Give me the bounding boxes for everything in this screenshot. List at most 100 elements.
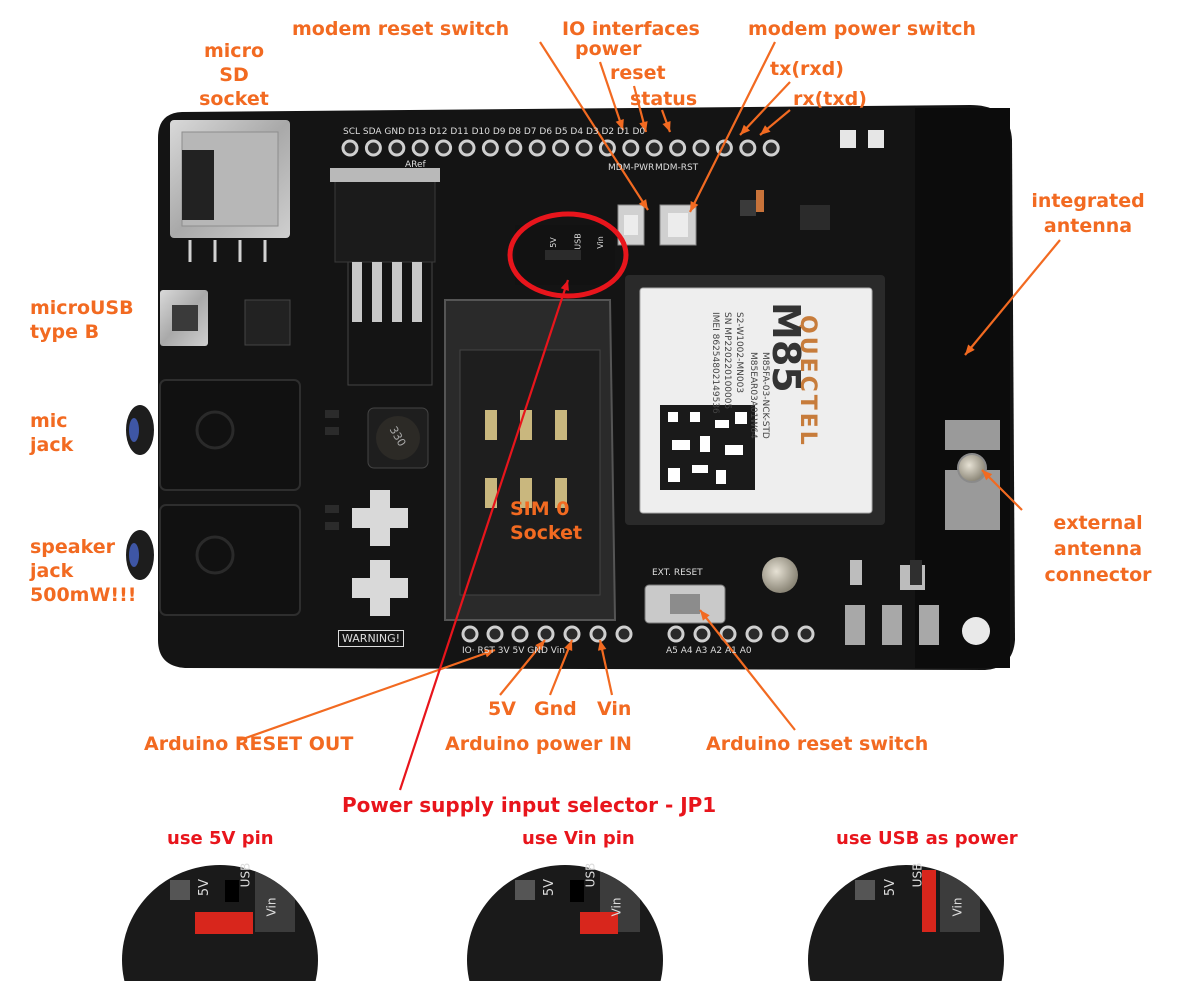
arrowhead <box>564 640 573 651</box>
label-integrated-antenna-line1: integrated <box>1031 190 1145 212</box>
inset-vin-label-usb: USB <box>583 862 598 888</box>
module-code-5: IMEI 86254802149536 <box>710 312 720 414</box>
zoom-inset-usb <box>808 865 1004 985</box>
header-pin <box>745 625 763 643</box>
label-mic-jack-line2: jack <box>30 434 74 456</box>
header-pin <box>667 625 685 643</box>
mdm-pwr-silkscreen: MDM-PWR <box>608 163 655 173</box>
module-code-4: SN MP220220100005 <box>722 312 732 410</box>
annotation-line <box>398 279 570 791</box>
label-microusb-line1: microUSB <box>30 297 134 319</box>
module-model: M85 <box>764 302 808 393</box>
usb-controller-chip <box>244 299 291 346</box>
header-pin <box>762 139 780 157</box>
header-pin <box>719 625 737 643</box>
annotation-line <box>964 239 1061 356</box>
arrowhead <box>597 640 607 651</box>
arrowhead <box>982 470 993 481</box>
voltage-regulator <box>330 168 440 322</box>
top-header-silkscreen: SCL SDA GND D13 D12 D11 D10 D9 D8 D7 D6 … <box>343 127 646 137</box>
label-external-antenna-line1: external <box>1053 512 1143 534</box>
microusb-connector <box>160 290 208 346</box>
arrowhead <box>535 640 545 651</box>
ext-reset-button <box>644 584 726 624</box>
header-pin <box>563 625 581 643</box>
header-pin <box>388 139 406 157</box>
jumper-vin-silkscreen: Vin <box>595 236 605 249</box>
label-sim-socket-line1: SIM 0 <box>510 498 570 520</box>
header-pin <box>589 625 607 643</box>
arrowhead <box>484 649 495 658</box>
label-modem-reset-switch: modem reset switch <box>292 18 510 40</box>
label-rx-txd: rx(txd) <box>793 88 867 110</box>
label-arduino-reset-out: Arduino RESET OUT <box>144 733 354 755</box>
header-pin <box>461 625 479 643</box>
module-code-2: M85EAR03A01W64 <box>748 352 758 439</box>
header-pin <box>486 625 504 643</box>
arrowhead <box>690 201 699 212</box>
label-status: status <box>630 88 698 110</box>
header-pin <box>537 625 555 643</box>
bottom-header-pins <box>461 625 815 643</box>
label-speaker-jack-line1: speaker <box>30 536 115 558</box>
jp1-jumper-area <box>515 225 615 285</box>
header-pin <box>511 625 529 643</box>
aref-silkscreen: ARef <box>405 160 426 170</box>
annotation-line <box>499 639 546 696</box>
mic-jack-connector <box>126 379 301 491</box>
label-speaker-jack-line2: jack <box>30 560 74 582</box>
header-pin <box>692 139 710 157</box>
header-pin <box>739 139 757 157</box>
crystal-can <box>762 557 798 593</box>
bottom-header-silkscreen-right: A5 A4 A3 A2 A1 A0 <box>666 646 752 656</box>
header-pin <box>693 625 711 643</box>
header-pin <box>615 625 633 643</box>
modem-power-switch-part <box>617 204 645 246</box>
inset-5v-label-usb: USB <box>238 862 253 888</box>
header-pin <box>575 139 593 157</box>
label-5v: 5V <box>488 698 516 720</box>
label-speaker-jack-line3: 500mW!!! <box>30 584 137 606</box>
header-pin <box>528 139 546 157</box>
arrowhead <box>639 121 648 132</box>
label-tx-rxd: tx(rxd) <box>770 58 844 80</box>
label-vin: Vin <box>597 698 632 720</box>
jp1-highlight-circle <box>507 211 629 299</box>
label-power-selector: Power supply input selector - JP1 <box>342 793 717 817</box>
inset-vin-label-vin: Vin <box>609 897 624 917</box>
jumper-usb-silkscreen: USB <box>573 233 583 250</box>
warning-silkscreen: WARNING! <box>338 630 405 647</box>
label-gnd: Gnd <box>534 698 577 720</box>
module-code-3: S2-W1002-MN003 <box>734 312 744 394</box>
label-use-vin: use Vin pin <box>522 828 635 849</box>
zoom-inset-vin <box>467 865 663 985</box>
solder-pads <box>352 490 408 616</box>
label-sim-socket-line2: Socket <box>510 522 583 544</box>
arrowhead <box>760 125 771 135</box>
inset-5v-label-vin: Vin <box>264 897 279 917</box>
mdm-rst-silkscreen: MDM-RST <box>655 163 699 173</box>
header-pin <box>411 139 429 157</box>
zoom-inset-5v <box>122 865 318 985</box>
arrowhead <box>638 199 648 210</box>
label-external-antenna-line2: antenna <box>1053 538 1143 560</box>
annotation-line <box>598 61 625 131</box>
label-mic-jack-line1: mic <box>30 410 68 432</box>
gsm-module <box>625 275 885 525</box>
label-io-interfaces: IO interfaces <box>562 18 700 40</box>
label-microusb-line2: type B <box>30 321 100 343</box>
header-pin <box>505 139 523 157</box>
header-pin <box>435 139 453 157</box>
smd-components <box>325 130 922 585</box>
label-arduino-reset-switch: Arduino reset switch <box>706 733 929 755</box>
header-pin <box>669 139 687 157</box>
label-use-5v: use 5V pin <box>167 828 274 849</box>
inset-vin-label-5v: 5V <box>542 878 558 897</box>
antenna-connector <box>945 420 1000 530</box>
arrowhead <box>560 280 569 291</box>
sim-socket <box>444 299 617 621</box>
header-pin <box>458 139 476 157</box>
label-micro-sd-line1: micro <box>204 40 264 62</box>
